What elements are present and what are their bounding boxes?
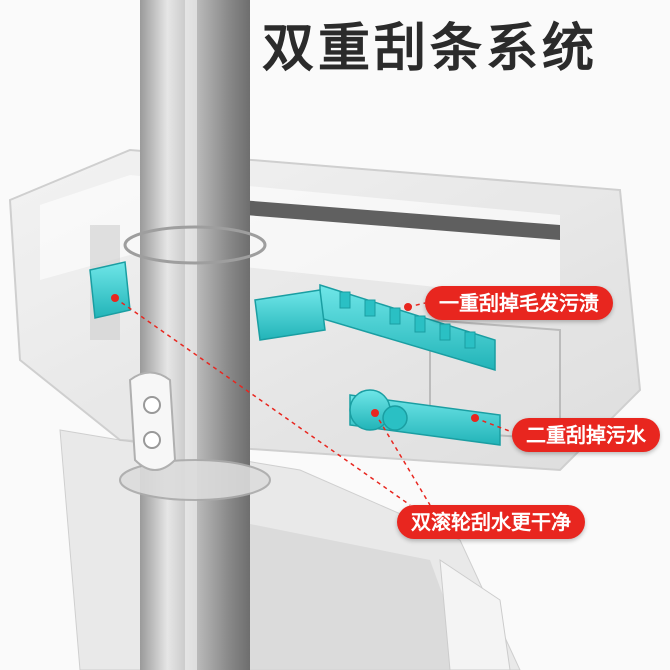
hook-hole-bottom <box>143 431 161 449</box>
hook-hole-top <box>143 396 161 414</box>
housing-slot <box>240 200 560 240</box>
page-title: 双重刮条系统 <box>261 19 598 79</box>
callout-double-roller: 双滚轮刮水更干净 <box>397 505 585 539</box>
squeegee-teeth <box>339 291 476 349</box>
callout-leader-lines <box>114 297 513 506</box>
hook-part <box>128 371 177 471</box>
left-teal-bracket <box>89 261 131 319</box>
middle-teal-bracket <box>254 289 326 341</box>
teal-roller-small <box>382 405 408 431</box>
pole-collar <box>123 225 267 265</box>
mop-base-edge <box>439 559 511 670</box>
callout-second-stage: 二重刮掉污水 <box>512 418 660 452</box>
pole-highlight <box>185 0 197 670</box>
mop-base-shadow <box>230 520 470 670</box>
callout-first-stage: 一重刮掉毛发污渍 <box>425 286 613 320</box>
